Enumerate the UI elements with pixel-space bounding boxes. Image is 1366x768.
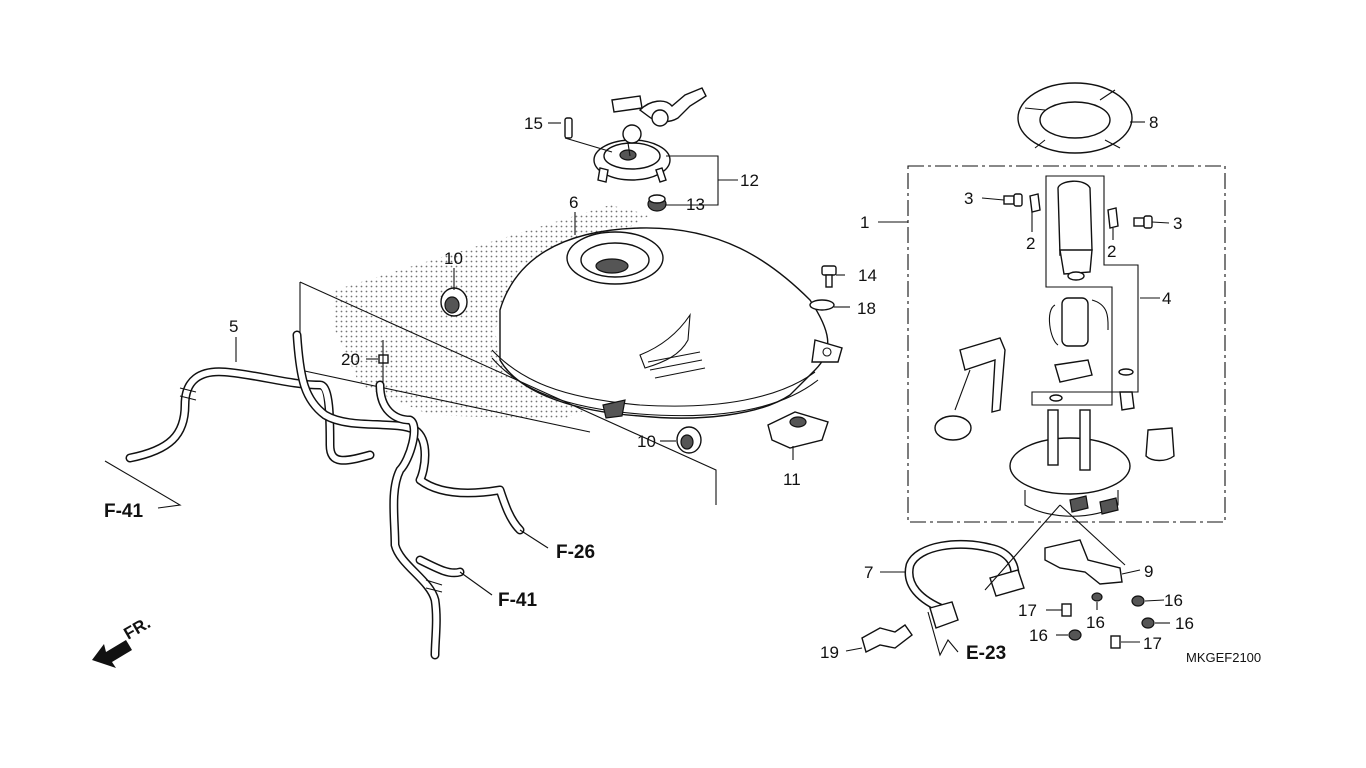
callout-16c: 16 [1175, 614, 1194, 633]
part-7-fuel-feed-hose [904, 539, 1025, 629]
part-10-damper-lower [676, 426, 702, 454]
callouts: 1 2 2 3 3 4 5 6 7 8 9 10 10 11 12 13 14 … [229, 113, 1194, 662]
part-15-screw [564, 117, 613, 153]
callout-10a: 10 [444, 249, 463, 268]
callout-17b: 17 [1143, 634, 1162, 653]
part-16-nuts [1068, 592, 1155, 641]
fuel-tank [491, 227, 843, 419]
callout-14: 14 [858, 266, 877, 285]
callout-5: 5 [229, 317, 238, 336]
ref-f41-lower: F-41 [498, 590, 538, 611]
callout-3b: 3 [1173, 214, 1182, 233]
part-5-hoses [125, 330, 525, 660]
callout-8: 8 [1149, 113, 1158, 132]
ref-f41-left: F-41 [104, 501, 144, 522]
part-3-screw-right [1133, 215, 1153, 229]
part-11-bracket [767, 411, 829, 449]
callout-6: 6 [569, 193, 578, 212]
fuel-level-sender [934, 337, 1006, 441]
callout-12: 12 [740, 171, 759, 190]
front-marker-label: FR. [121, 613, 154, 643]
part-1-frame [907, 165, 1226, 523]
tank-outline-frame [299, 281, 717, 505]
part-8-retaining-ring [1017, 82, 1133, 154]
callout-16b: 16 [1164, 591, 1183, 610]
shadow-stipple [335, 205, 650, 420]
fuel-cap-assembly [593, 87, 707, 183]
callout-20: 20 [341, 350, 360, 369]
part-2-seal-left [1029, 193, 1041, 213]
callout-4: 4 [1162, 289, 1171, 308]
callout-15: 15 [524, 114, 543, 133]
callout-18: 18 [857, 299, 876, 318]
callout-2a: 2 [1026, 234, 1035, 253]
callout-11: 11 [783, 470, 801, 489]
callout-9: 9 [1144, 562, 1153, 581]
callout-16a: 16 [1086, 613, 1105, 632]
part-3-screw-left [1003, 193, 1023, 207]
callout-10b: 10 [637, 432, 656, 451]
part-9-bracket [1044, 539, 1123, 585]
callout-17a: 17 [1018, 601, 1037, 620]
part-14-bolt [821, 265, 837, 288]
part-10-damper-upper [440, 287, 468, 317]
part-19-clip [861, 624, 913, 654]
callout-7: 7 [864, 563, 873, 582]
cross-references: F-41 F-26 F-41 E-23 [104, 501, 1006, 664]
part-13-grommet [647, 194, 667, 212]
ref-f26: F-26 [556, 542, 595, 563]
callout-19: 19 [820, 643, 839, 662]
fuel-pump-base-plate [1009, 409, 1175, 517]
callout-1: 1 [860, 213, 869, 232]
callout-3a: 3 [964, 189, 973, 208]
leader-lines [104, 121, 1170, 657]
callout-2b: 2 [1107, 242, 1116, 261]
part-2-seal-right [1107, 207, 1119, 229]
ref-e23: E-23 [966, 643, 1006, 664]
part-4-fuel-pump-group [1031, 175, 1139, 411]
diagram-code: MKGEF2100 [1186, 650, 1261, 665]
callout-16d: 16 [1029, 626, 1048, 645]
front-direction-arrow-icon [92, 640, 132, 668]
part-18-washer [809, 299, 835, 311]
callout-13: 13 [686, 195, 705, 214]
